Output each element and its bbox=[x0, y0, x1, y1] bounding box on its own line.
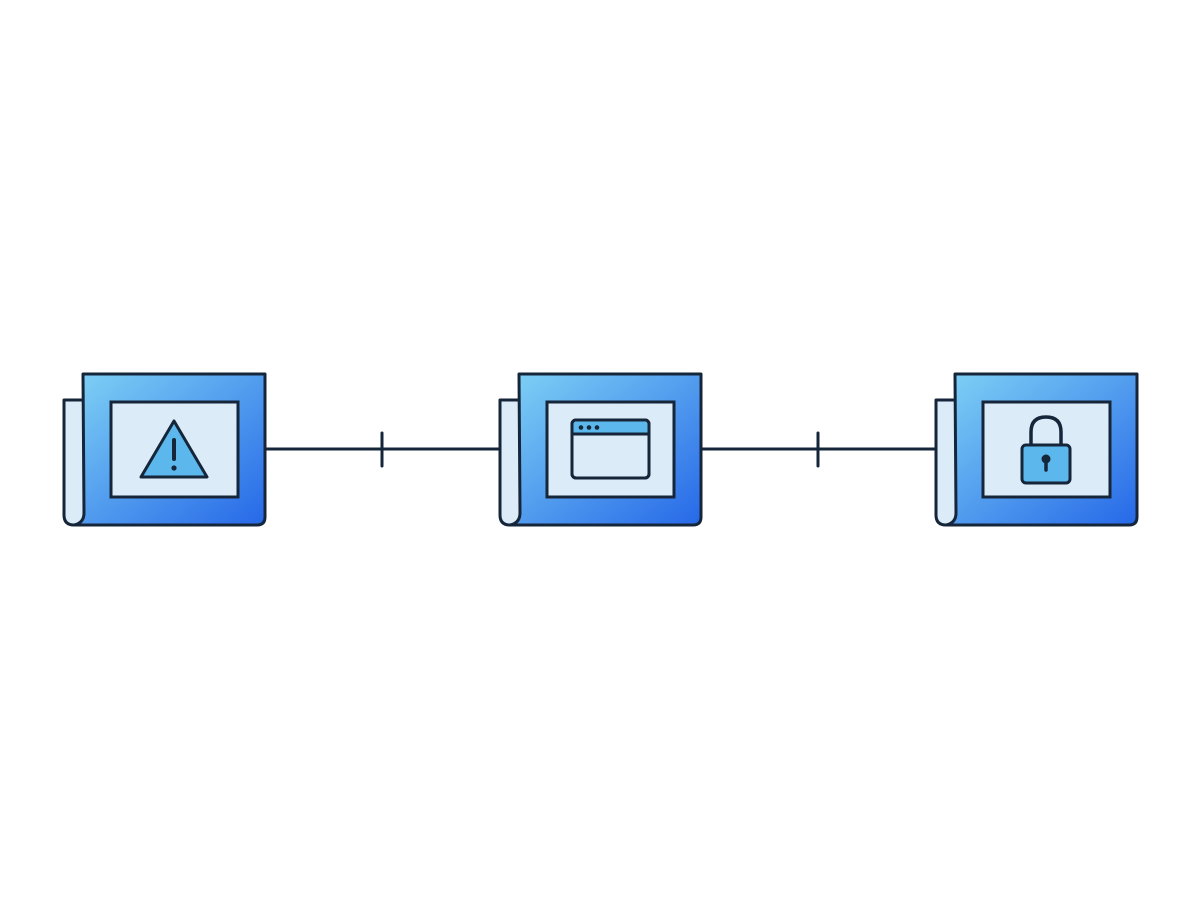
connector-2 bbox=[702, 431, 936, 468]
node-3-card bbox=[934, 372, 1139, 527]
warning-icon bbox=[139, 419, 209, 479]
connector-1 bbox=[266, 431, 500, 468]
node-1-card bbox=[62, 372, 267, 527]
node-2-card bbox=[498, 372, 703, 527]
browser-window-icon bbox=[570, 418, 651, 480]
node-2-back-sheet bbox=[498, 398, 522, 527]
padlock-icon bbox=[1020, 415, 1072, 485]
node-1-back-sheet bbox=[62, 398, 86, 527]
node-3-back-sheet bbox=[934, 398, 958, 527]
